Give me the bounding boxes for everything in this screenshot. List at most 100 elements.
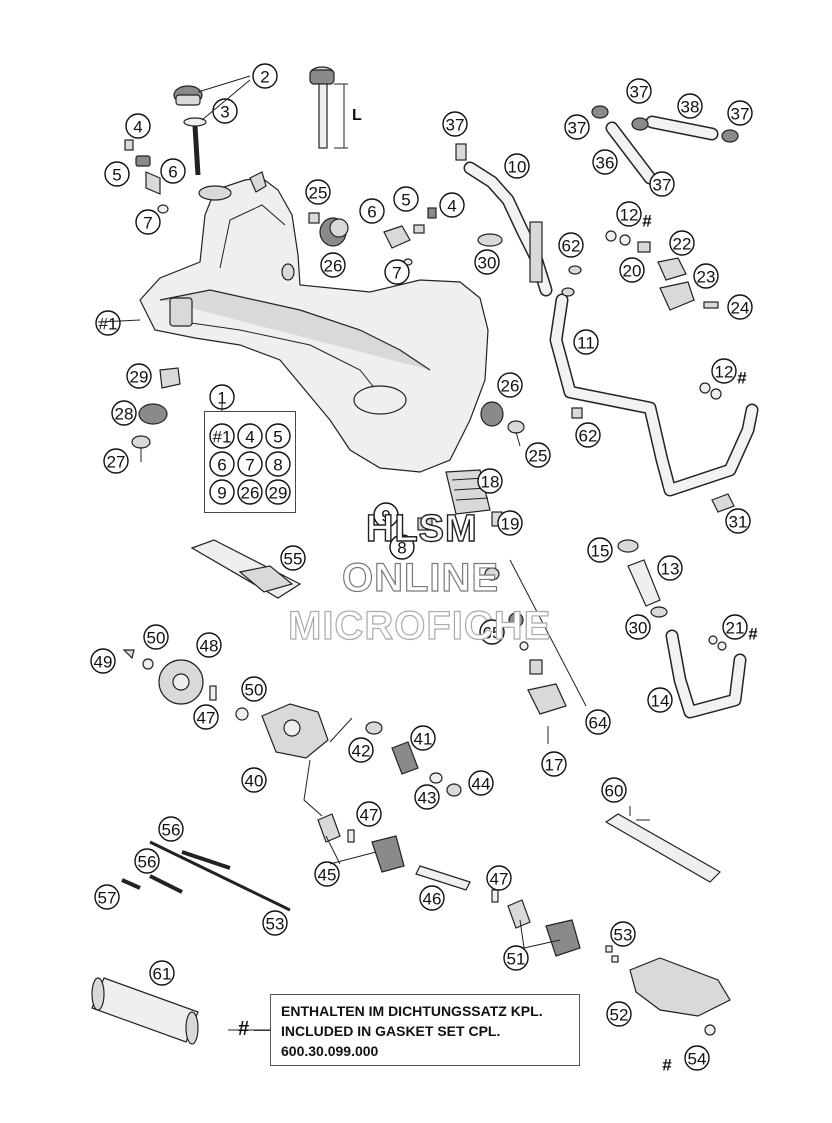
svg-text:4: 4 xyxy=(245,428,254,447)
svg-text:6: 6 xyxy=(367,203,376,222)
svg-text:9: 9 xyxy=(217,484,226,503)
svg-text:62: 62 xyxy=(562,237,581,256)
svg-text:55: 55 xyxy=(284,550,303,569)
hose-14 xyxy=(617,539,747,719)
kit-item-8: 8 xyxy=(265,451,291,477)
callout-4: 4 xyxy=(439,192,465,218)
kit-item-5: 5 xyxy=(265,423,291,449)
svg-text:46: 46 xyxy=(423,890,442,909)
parts-27-29 xyxy=(131,367,181,462)
callout-57: 57 xyxy=(94,884,120,910)
callout-37: 37 xyxy=(442,111,468,137)
svg-text:8: 8 xyxy=(273,456,282,475)
bolts-53-57 xyxy=(121,840,291,912)
svg-text:30: 30 xyxy=(629,619,648,638)
callout-38: 38 xyxy=(677,93,703,119)
svg-text:36: 36 xyxy=(596,154,615,173)
kit-item-4: 4 xyxy=(237,423,263,449)
callout-55: 55 xyxy=(280,545,306,571)
callout-51: 51 xyxy=(503,945,529,971)
svg-text:9: 9 xyxy=(381,507,390,526)
svg-text:20: 20 xyxy=(623,262,642,281)
watermark-line-1: HLSM xyxy=(365,507,478,550)
callout-25: 25 xyxy=(305,179,331,205)
kit-item-9: 9 xyxy=(209,479,235,505)
svg-text:56: 56 xyxy=(162,821,181,840)
callout-37: 37 xyxy=(626,78,652,104)
callout-36: 36 xyxy=(592,149,618,175)
svg-text:52: 52 xyxy=(610,1006,629,1025)
callout-64: 64 xyxy=(585,709,611,735)
callout-20: 20 xyxy=(619,257,645,283)
callout-53: 53 xyxy=(610,921,636,947)
svg-text:43: 43 xyxy=(418,789,437,808)
callout-27: 27 xyxy=(103,448,129,474)
callout-12: 12# xyxy=(711,358,747,388)
svg-text:5: 5 xyxy=(112,166,121,185)
callout-40: 40 xyxy=(241,767,267,793)
svg-text:7: 7 xyxy=(392,264,401,283)
svg-text:31: 31 xyxy=(729,513,748,532)
dimension-label: L xyxy=(352,107,362,124)
shaft-60 xyxy=(604,813,721,883)
callout-30: 30 xyxy=(474,249,500,275)
callout-7: 7 xyxy=(384,259,410,285)
svg-text:50: 50 xyxy=(147,629,166,648)
svg-text:6: 6 xyxy=(217,456,226,475)
hose-36-38 xyxy=(591,105,739,191)
svg-text:64: 64 xyxy=(589,714,608,733)
svg-text:61: 61 xyxy=(153,965,172,984)
callout-15: 15 xyxy=(587,537,613,563)
callout-31: 31 xyxy=(725,508,751,534)
callout-47: 47 xyxy=(486,865,512,891)
svg-text:50: 50 xyxy=(245,681,264,700)
callout-7: 7 xyxy=(135,209,161,235)
note-line-en: INCLUDED IN GASKET SET CPL. xyxy=(281,1023,501,1039)
note-part-number: 600.30.099.000 xyxy=(281,1043,379,1059)
svg-text:56: 56 xyxy=(138,853,157,872)
svg-text:37: 37 xyxy=(653,176,672,195)
svg-text:41: 41 xyxy=(414,730,433,749)
callout-41: 41 xyxy=(410,725,436,751)
callout-23: 23 xyxy=(693,263,719,289)
svg-text:54: 54 xyxy=(688,1050,707,1069)
hose-10-11 xyxy=(455,143,759,497)
svg-text:25: 25 xyxy=(309,184,328,203)
svg-text:15: 15 xyxy=(591,542,610,561)
svg-text:17: 17 xyxy=(545,756,564,775)
gasket-set-marker: # xyxy=(737,369,747,388)
gasket-set-marker: # xyxy=(748,625,758,644)
sprocket-48 xyxy=(122,649,249,721)
svg-text:26: 26 xyxy=(501,377,520,396)
callout-2: 2 xyxy=(252,63,278,89)
oil-filter-61 xyxy=(91,977,199,1045)
svg-text:28: 28 xyxy=(115,405,134,424)
callout-49: 49 xyxy=(90,648,116,674)
svg-text:21: 21 xyxy=(726,619,745,638)
callout-5: 5 xyxy=(104,161,130,187)
svg-text:47: 47 xyxy=(197,709,216,728)
svg-text:7: 7 xyxy=(143,214,152,233)
callout-26: 26 xyxy=(497,372,523,398)
callout-26: 26 xyxy=(320,252,346,278)
callout-13: 13 xyxy=(657,555,683,581)
callout-56: 56 xyxy=(134,848,160,874)
watermark-line-3: MICROFICHE xyxy=(287,603,552,648)
svg-text:29: 29 xyxy=(130,368,149,387)
callout-6: 6 xyxy=(160,158,186,184)
svg-text:47: 47 xyxy=(490,870,509,889)
svg-text:23: 23 xyxy=(697,268,716,287)
callout-46: 46 xyxy=(419,885,445,911)
svg-text:26: 26 xyxy=(324,257,343,276)
callout-21: 21# xyxy=(722,614,758,644)
callout-37: 37 xyxy=(649,171,675,197)
callout-14: 14 xyxy=(647,687,673,713)
callout-47: 47 xyxy=(193,704,219,730)
callout-50: 50 xyxy=(143,624,169,650)
svg-text:25: 25 xyxy=(529,447,548,466)
svg-text:30: 30 xyxy=(478,254,497,273)
svg-text:12: 12 xyxy=(715,363,734,382)
svg-text:4: 4 xyxy=(447,197,456,216)
svg-text:65: 65 xyxy=(483,624,502,643)
